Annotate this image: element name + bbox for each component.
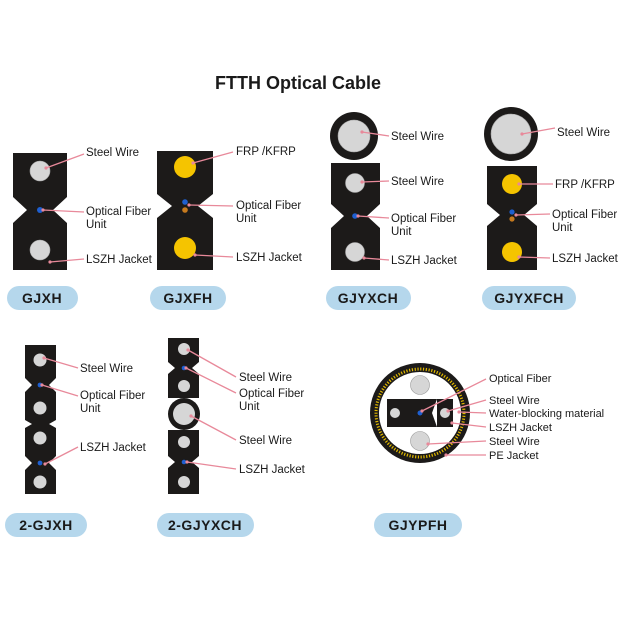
cable-gjyxfch: Steel Wire FRP /KFRP Optical Fiber Unit … — [482, 107, 619, 310]
gjypfh-steel-wire-top — [410, 375, 430, 395]
2-gjxh-steel-wire-4 — [33, 475, 47, 489]
2-gjyxch-label-lszh-jacket: LSZH Jacket — [239, 464, 306, 476]
gjxh-badge — [7, 286, 78, 310]
2-gjxh-jacket — [25, 345, 56, 494]
gjxh-steel-wire-bottom — [29, 239, 51, 261]
2-gjxh-badge — [5, 513, 87, 537]
gjyxfch-label-optical-fiber: Optical Fiber — [552, 209, 617, 221]
gjyxfch-optical-fiber-orange — [509, 216, 515, 222]
gjxh-name: GJXH — [22, 290, 62, 306]
2-gjxh-label-lszh-jacket: LSZH Jacket — [80, 442, 147, 454]
2-gjxh-steel-wire-2 — [33, 401, 47, 415]
2-gjyxch-optical-fiber-2 — [181, 459, 187, 465]
cable-2-gjyxch: Steel Wire Optical Fiber Unit Steel Wire… — [157, 338, 306, 537]
gjyxfch-messenger-steel-wire — [490, 113, 532, 155]
2-gjyxch-steel-wire-3 — [178, 436, 190, 448]
gjyxfch-name: GJYXFCH — [494, 290, 564, 306]
gjxfh-label-lszh-jacket: LSZH Jacket — [236, 252, 303, 264]
cable-gjxfh: FRP /KFRP Optical Fiber Unit LSZH Jacket… — [150, 146, 303, 310]
gjypfh-label-steel-wire-1: Steel Wire — [489, 395, 540, 407]
gjxfh-frp-top — [174, 156, 196, 178]
2-gjxh-name: 2-GJXH — [19, 517, 73, 533]
gjyxch-label-optical-fiber: Optical Fiber — [391, 213, 456, 225]
gjyxch-label-unit: Unit — [391, 226, 412, 238]
gjxfh-label-optical-fiber: Optical Fiber — [236, 200, 301, 212]
gjxh-steel-wire-top — [29, 160, 51, 182]
2-gjxh-label-steel-wire: Steel Wire — [80, 363, 133, 375]
gjyxfch-label-steel-wire: Steel Wire — [557, 127, 610, 139]
diagram-title: FTTH Optical Cable — [215, 73, 381, 93]
gjxfh-label-frp: FRP /KFRP — [236, 146, 296, 158]
gjyxch-optical-fiber — [352, 213, 358, 219]
gjyxfch-frp-top — [502, 174, 522, 194]
cable-gjxh: Steel Wire Optical Fiber Unit LSZH Jacke… — [7, 147, 153, 310]
gjxh-label-unit: Unit — [86, 219, 107, 231]
gjypfh-water-blocking-ring — [374, 367, 466, 459]
gjyxfch-optical-fiber-blue — [509, 209, 515, 215]
2-gjyxch-name: 2-GJYXCH — [168, 517, 242, 533]
2-gjxh-label-optical-fiber: Optical Fiber — [80, 390, 145, 402]
gjypfh-label-steel-wire-2: Steel Wire — [489, 436, 540, 448]
gjyxch-messenger-steel-wire — [337, 119, 371, 153]
gjyxfch-frp-bottom — [502, 242, 522, 262]
gjypfh-badge — [374, 513, 462, 537]
gjxfh-optical-fiber-blue — [182, 199, 188, 205]
cable-2-gjxh: Steel Wire Optical Fiber Unit LSZH Jacke… — [5, 345, 147, 537]
gjyxfch-label-lszh-jacket: LSZH Jacket — [552, 253, 619, 265]
gjypfh-steel-wire-left — [390, 408, 400, 418]
2-gjyxch-label-optical-fiber: Optical Fiber — [239, 388, 304, 400]
cable-gjyxch: Steel Wire Steel Wire Optical Fiber Unit… — [326, 112, 458, 310]
2-gjxh-steel-wire-3 — [33, 431, 47, 445]
gjyxch-name: GJYXCH — [338, 290, 399, 306]
gjypfh-label-optical-fiber: Optical Fiber — [489, 373, 552, 385]
gjxfh-optical-fiber-orange — [182, 207, 188, 213]
gjyxch-label-lszh-jacket: LSZH Jacket — [391, 255, 458, 267]
gjypfh-label-lszh-jacket: LSZH Jacket — [489, 422, 552, 434]
2-gjxh-optical-fiber-2 — [37, 460, 43, 466]
gjyxfch-label-unit: Unit — [552, 222, 573, 234]
2-gjyxch-steel-wire-2 — [178, 380, 190, 392]
gjypfh-steel-wire-bottom — [410, 431, 430, 451]
gjxfh-frp-bottom — [174, 237, 196, 259]
2-gjyxch-badge — [157, 513, 254, 537]
gjyxch-steel-wire-bottom — [345, 242, 365, 262]
gjyxch-label-steel-wire-2: Steel Wire — [391, 176, 444, 188]
2-gjyxch-label-unit: Unit — [239, 401, 260, 413]
2-gjxh-steel-wire-1 — [33, 353, 47, 367]
2-gjyxch-steel-wire-4 — [178, 476, 190, 488]
gjypfh-name: GJYPFH — [388, 517, 447, 533]
cable-gjypfh: Optical Fiber Steel Wire Water-blocking … — [370, 363, 604, 537]
gjyxch-steel-wire-top — [345, 173, 365, 193]
gjyxfch-label-frp: FRP /KFRP — [555, 179, 615, 191]
gjxh-label-steel-wire: Steel Wire — [86, 147, 139, 159]
gjxfh-name: GJXFH — [163, 290, 212, 306]
2-gjxh-label-unit: Unit — [80, 403, 101, 415]
gjxh-label-optical-fiber: Optical Fiber — [86, 206, 151, 218]
2-gjyxch-label-steel-wire-1: Steel Wire — [239, 372, 292, 384]
2-gjyxch-label-steel-wire-2: Steel Wire — [239, 435, 292, 447]
gjypfh-label-water-blocking: Water-blocking material — [489, 408, 604, 420]
gjypfh-label-pe-jacket: PE Jacket — [489, 450, 539, 462]
gjxfh-label-unit: Unit — [236, 213, 257, 225]
gjyxch-badge — [326, 286, 411, 310]
2-gjyxch-steel-wire-1 — [178, 343, 190, 355]
gjxfh-badge — [150, 286, 226, 310]
gjyxch-label-steel-wire-1: Steel Wire — [391, 131, 444, 143]
gjxh-optical-fiber — [37, 207, 43, 213]
gjyxfch-badge — [482, 286, 576, 310]
gjxh-label-lszh-jacket: LSZH Jacket — [86, 254, 153, 266]
2-gjyxch-messenger-steel-wire — [173, 403, 195, 425]
